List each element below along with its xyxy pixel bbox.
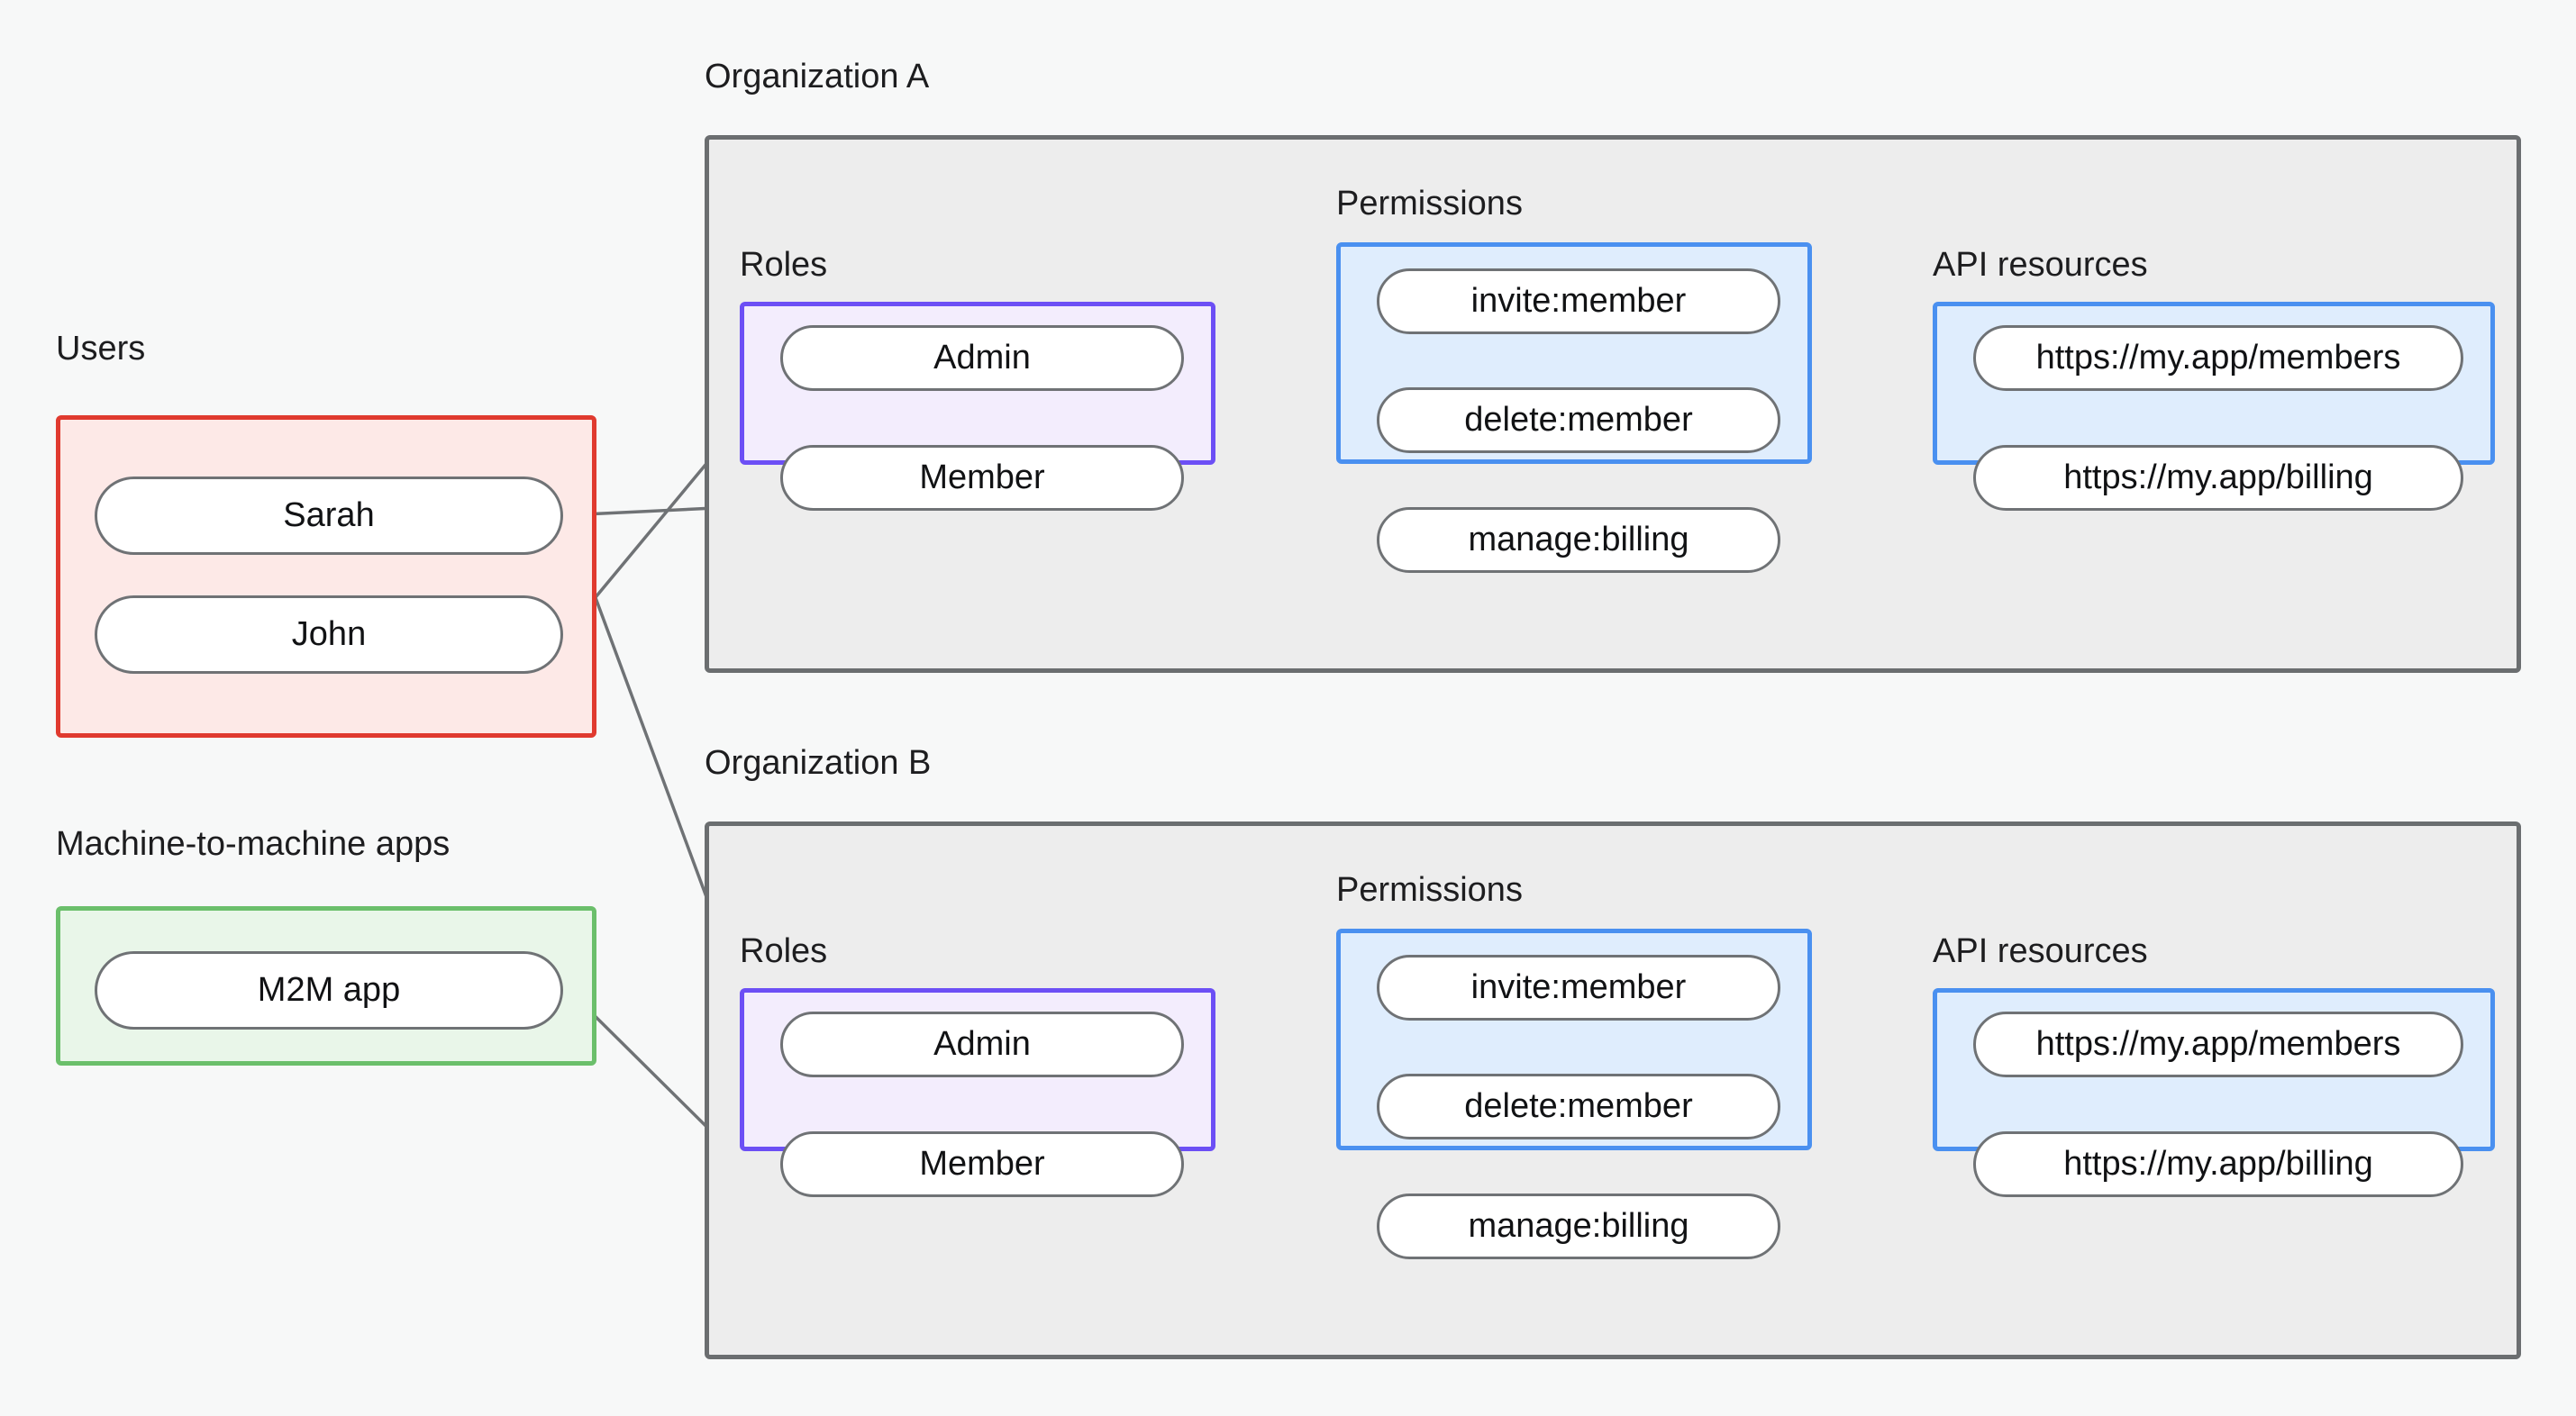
org-a-permission-delete-member[interactable]: delete:member xyxy=(1377,387,1780,453)
org-b-permission-manage-billing-label: manage:billing xyxy=(1468,1207,1689,1245)
org-a-role-admin-label: Admin xyxy=(933,339,1031,377)
org-b-permission-delete-member[interactable]: delete:member xyxy=(1377,1074,1780,1139)
org-a-roles-label: Roles xyxy=(740,246,828,284)
m2m-node-app-label: M2M app xyxy=(257,971,401,1009)
user-node-sarah[interactable]: Sarah xyxy=(95,477,563,555)
org-b-permissions-label: Permissions xyxy=(1336,871,1523,909)
org-b-api-resource-members-label: https://my.app/members xyxy=(2035,1025,2401,1063)
org-b-api-resource-billing[interactable]: https://my.app/billing xyxy=(1973,1131,2463,1197)
org-a-roles-container: Admin Member xyxy=(740,302,1215,511)
org-a-title: Organization A xyxy=(705,58,930,95)
org-a-role-member[interactable]: Member xyxy=(780,445,1184,511)
org-a-permission-manage-billing-label: manage:billing xyxy=(1468,521,1689,558)
org-a-api-resource-billing[interactable]: https://my.app/billing xyxy=(1973,445,2463,511)
org-a-api-resource-members[interactable]: https://my.app/members xyxy=(1973,325,2463,391)
users-group-label: Users xyxy=(56,330,146,368)
org-a-permission-invite-member[interactable]: invite:member xyxy=(1377,268,1780,334)
org-a-permissions-label: Permissions xyxy=(1336,185,1523,222)
org-b-permission-delete-member-label: delete:member xyxy=(1464,1087,1693,1125)
org-a-permissions-container: invite:member delete:member manage:billi… xyxy=(1336,242,1812,573)
org-b-permission-manage-billing[interactable]: manage:billing xyxy=(1377,1194,1780,1259)
org-b-role-admin[interactable]: Admin xyxy=(780,1012,1184,1077)
org-b-permission-invite-member-label: invite:member xyxy=(1470,968,1687,1006)
org-b-api-resource-billing-label: https://my.app/billing xyxy=(2063,1145,2373,1183)
users-container: Sarah John xyxy=(56,415,596,738)
org-a-role-member-label: Member xyxy=(919,458,1045,496)
m2m-node-app[interactable]: M2M app xyxy=(95,951,563,1030)
m2m-group-label: Machine-to-machine apps xyxy=(56,825,451,863)
org-a-api-label: API resources xyxy=(1933,246,2148,284)
org-b-role-member[interactable]: Member xyxy=(780,1131,1184,1197)
org-a-container: Roles Permissions API resources Admin Me… xyxy=(705,135,2521,673)
user-node-john-label: John xyxy=(291,615,367,653)
org-a-api-container: https://my.app/members https://my.app/bi… xyxy=(1933,302,2495,511)
org-a-permission-manage-billing[interactable]: manage:billing xyxy=(1377,507,1780,573)
org-b-api-resource-members[interactable]: https://my.app/members xyxy=(1973,1012,2463,1077)
org-b-role-admin-label: Admin xyxy=(933,1025,1031,1063)
org-b-roles-label: Roles xyxy=(740,932,828,970)
org-b-permissions-container: invite:member delete:member manage:billi… xyxy=(1336,929,1812,1259)
org-a-role-admin[interactable]: Admin xyxy=(780,325,1184,391)
user-node-john[interactable]: John xyxy=(95,595,563,674)
org-b-role-member-label: Member xyxy=(919,1145,1045,1183)
org-b-api-label: API resources xyxy=(1933,932,2148,970)
org-a-api-resource-members-label: https://my.app/members xyxy=(2035,339,2401,377)
org-b-api-container: https://my.app/members https://my.app/bi… xyxy=(1933,988,2495,1197)
org-b-container: Roles Permissions API resources Admin Me… xyxy=(705,821,2521,1359)
org-b-roles-container: Admin Member xyxy=(740,988,1215,1197)
user-node-sarah-label: Sarah xyxy=(283,496,375,534)
org-a-api-resource-billing-label: https://my.app/billing xyxy=(2063,458,2373,496)
org-a-permission-delete-member-label: delete:member xyxy=(1464,401,1693,439)
m2m-container: M2M app xyxy=(56,906,596,1066)
org-b-title: Organization B xyxy=(705,744,932,782)
org-a-permission-invite-member-label: invite:member xyxy=(1470,282,1687,320)
org-b-permission-invite-member[interactable]: invite:member xyxy=(1377,955,1780,1021)
